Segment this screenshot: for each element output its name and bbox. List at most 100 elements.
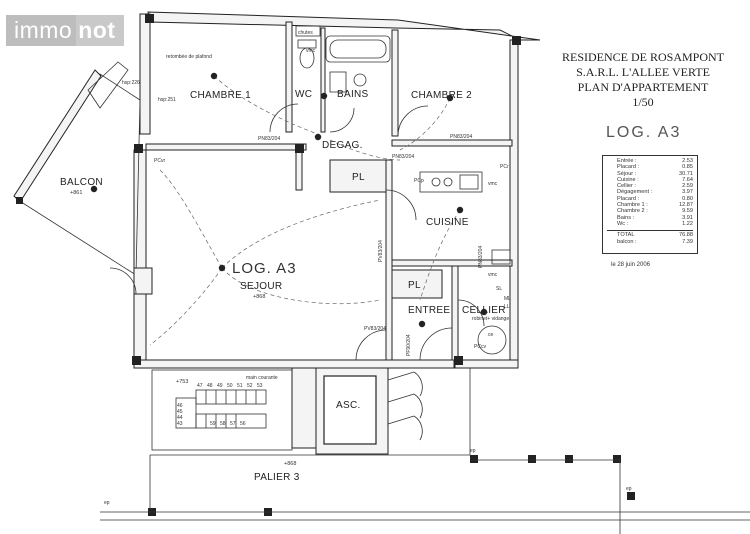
water-heater-cellier [477, 325, 507, 355]
dashed-line [329, 139, 401, 161]
top-wall [147, 11, 541, 41]
dashed-line [419, 209, 461, 301]
room-label-placard2: PL [408, 280, 421, 291]
surface-label: Placard : [617, 195, 640, 202]
chambre1-bottom-wall [145, 143, 307, 151]
pillar [132, 356, 141, 365]
stair-wall [291, 367, 317, 449]
cellier-left-wall [451, 265, 459, 361]
stair-step-number: 52 [247, 383, 253, 389]
room-label-palier: PALIER 3 [254, 472, 300, 483]
surface-value: 76.88 [679, 232, 693, 239]
degag-left-wall [295, 149, 303, 191]
hob-ring [431, 177, 441, 187]
stair-landing [175, 397, 197, 429]
light-icon [320, 92, 328, 100]
balcony-door-frame [87, 61, 129, 109]
surface-row: Chambre 2 :9.59 [607, 208, 693, 214]
outer-walls [133, 11, 541, 369]
pillar [565, 455, 573, 463]
surface-label: Dégagement : [617, 189, 653, 196]
wc-right-wall [320, 27, 326, 133]
surface-value: 0.85 [682, 164, 693, 171]
surface-value: 12.87 [679, 202, 693, 209]
elevator [315, 367, 423, 455]
light-icon [418, 320, 426, 328]
surface-row: Bains :3.91 [607, 215, 693, 221]
stair-step-number: 58 [220, 421, 226, 427]
note-ep2: ep [470, 448, 476, 454]
pillar [470, 455, 478, 463]
note-pcr: PCr [500, 164, 509, 170]
pillar [528, 455, 536, 463]
door-arc [413, 393, 423, 419]
dashed-line [399, 97, 451, 151]
surface-label: TOTAL [617, 232, 635, 239]
kitchen-counter [419, 171, 483, 193]
surface-value: 3.91 [682, 214, 693, 221]
room-label-bains: BAINS [337, 89, 369, 100]
hob-ring [443, 177, 453, 187]
surface-label: Cuisine : [617, 176, 639, 183]
title-block: RESIDENCE DE ROSAMPONT S.A.R.L. L'ALLEE … [548, 50, 738, 110]
surface-label: Entrée : [617, 158, 637, 164]
note-sl: SL [496, 286, 502, 292]
chambre1-right-wall [285, 21, 293, 133]
room-label-cellier: CELLIER [462, 305, 506, 316]
bains-right-wall [391, 29, 399, 137]
logo-part-1: immo [6, 14, 77, 46]
dashed-line [221, 267, 381, 305]
room-label-sejour: SEJOUR [240, 281, 282, 292]
annotations: retombée de plafond hsp:226 hsp:251 chut… [104, 30, 632, 506]
note-chutes: chutes [298, 30, 313, 36]
toilet-tank [297, 39, 317, 49]
bathtub-inner [329, 39, 387, 59]
surface-value: 7.39 [682, 238, 693, 245]
note-ll: LL [504, 304, 510, 310]
light-icon [456, 206, 464, 214]
plan-date: le 28 juin 2006 [611, 262, 651, 268]
door-entree [419, 327, 453, 361]
light-points [90, 72, 488, 328]
note-hsp226: hsp:226 [122, 80, 140, 86]
note-ep3: ep [626, 486, 632, 492]
bottom-right-wall [454, 359, 519, 369]
surface-value: 1.22 [682, 220, 693, 227]
note-ce: ce [488, 332, 494, 338]
note-pcvr: PCvr [154, 158, 165, 164]
surface-row: Cuisine :7.64 [607, 177, 693, 183]
note-ml: ML [504, 296, 511, 302]
logo-part-2: not [76, 14, 124, 46]
stair-step-number: 51 [237, 383, 243, 389]
landing [100, 368, 750, 534]
room-label-entree: ENTREE [408, 305, 450, 316]
log-heading: LOG. A3 [606, 124, 682, 141]
room-label-degag: DEGAG. [322, 140, 363, 151]
pillar [627, 492, 635, 500]
surface-row: Dégagement :3.97 [607, 189, 693, 195]
door-bains [329, 107, 355, 133]
water-heater [353, 73, 367, 87]
dashed-line [221, 199, 381, 269]
surface-row: TOTAL 76.88 [607, 232, 693, 238]
note-pn4: PN83/204 [478, 246, 484, 268]
stair-step-number: 44 [177, 415, 183, 421]
door-chambre2 [397, 105, 429, 137]
placard-1 [329, 159, 391, 193]
room-label-balcon: BALCON [60, 177, 103, 188]
light-icon [218, 264, 226, 272]
pillar [613, 455, 621, 463]
light-icon [210, 72, 218, 80]
stair-step-number: 45 [177, 409, 183, 415]
note-ep1: ep [104, 500, 110, 506]
note-hsp251: hsp:251 [158, 97, 176, 103]
door-balcon [109, 267, 137, 295]
stair-step-number: 50 [227, 383, 233, 389]
surface-value: 2.53 [682, 158, 693, 164]
room-label-wc: WC [295, 89, 312, 100]
surface-value: 30.71 [679, 170, 693, 177]
room-label-chambre1: CHAMBRE 1 [190, 90, 251, 101]
